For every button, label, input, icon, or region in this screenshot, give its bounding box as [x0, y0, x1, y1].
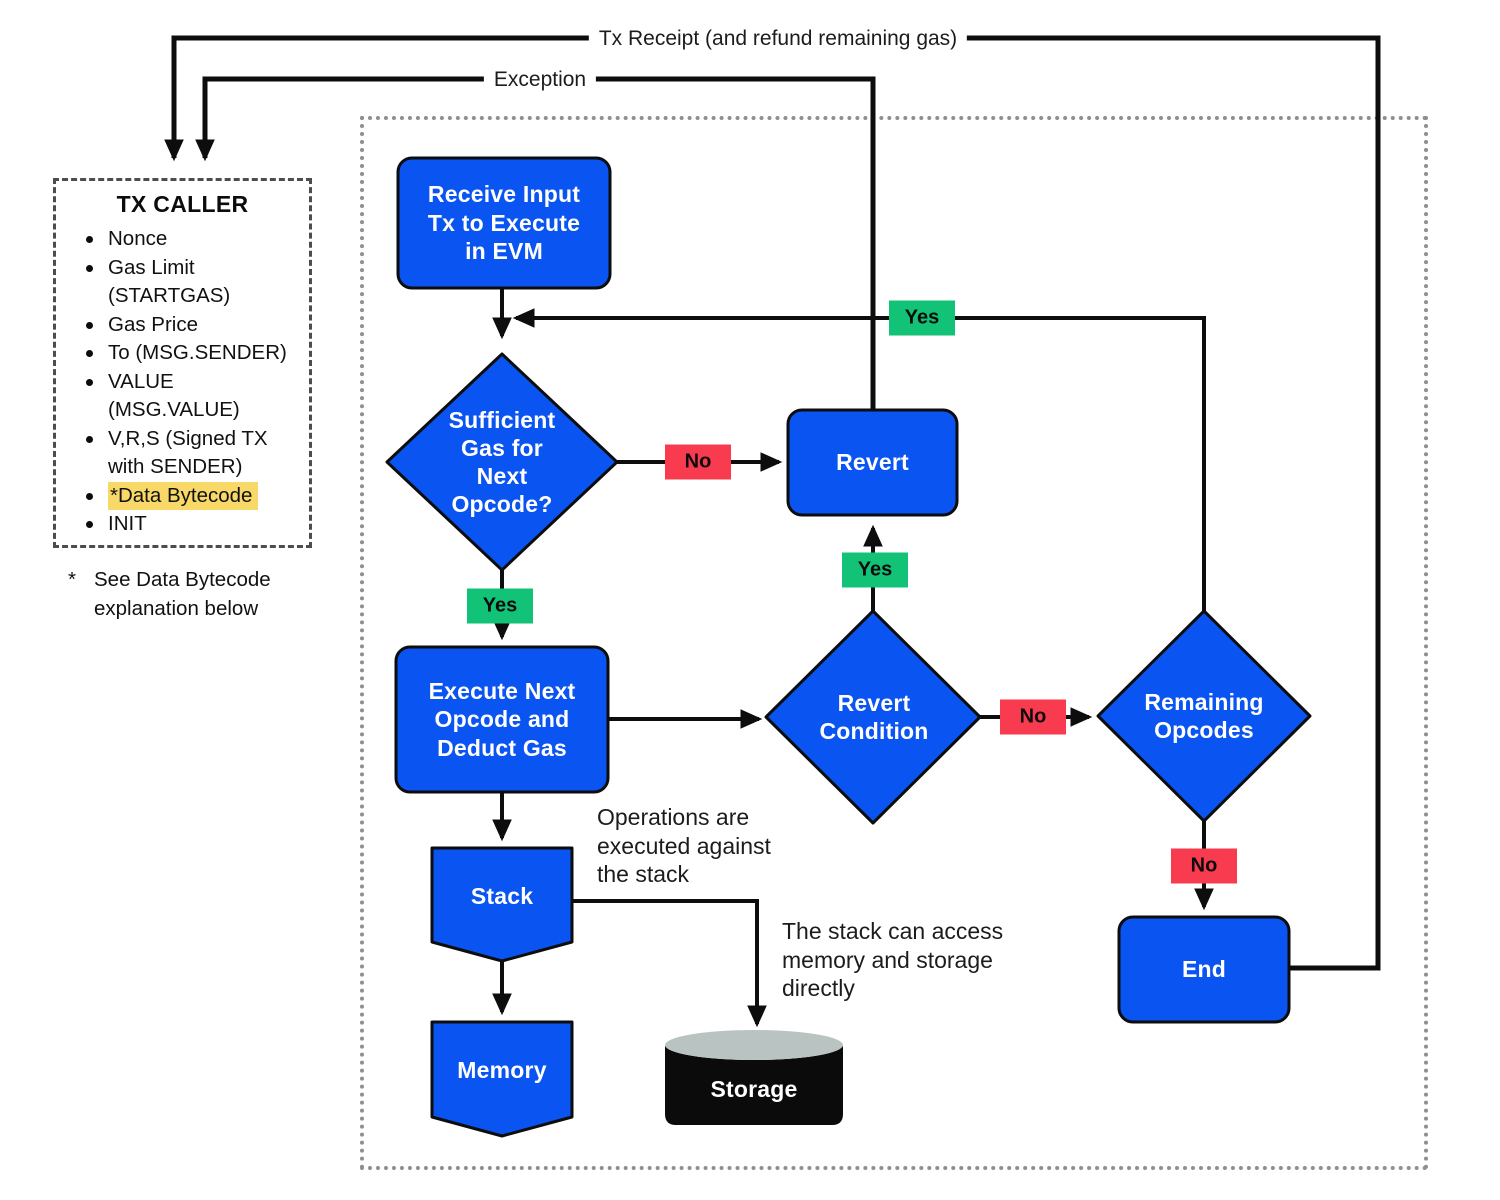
tx-caller-item-value: VALUE (MSG.VALUE) — [56, 368, 309, 425]
tx-caller-item-gas-price: Gas Price — [56, 311, 309, 340]
yes-badge-sufficient-gas: Yes — [467, 588, 533, 624]
footnote-text: See Data Bytecode explanation below — [94, 568, 271, 620]
tx-caller-item-vrs: V,R,S (Signed TX with SENDER) — [56, 425, 309, 482]
no-badge-sufficient-gas: No — [665, 444, 731, 480]
execute-opcode-box — [394, 645, 610, 794]
storage-cylinder-body — [665, 1045, 843, 1125]
remaining-yes-return-connector — [512, 308, 1206, 611]
tx-caller-item-init: INIT — [56, 510, 309, 539]
stack-operations-annotation: Operations are executed against the stac… — [597, 804, 771, 888]
evm-boundary-frame — [360, 116, 1428, 1170]
end-box — [1117, 915, 1291, 1024]
exception-label: Exception — [483, 67, 597, 93]
revert-box — [786, 408, 959, 517]
tx-caller-item-gas-limit: Gas Limit (STARTGAS) — [56, 254, 309, 311]
no-badge-remaining-opcodes: No — [1171, 848, 1237, 884]
tx-caller-item-nonce: Nonce — [56, 225, 309, 254]
remaining-opcodes-diamond — [1096, 609, 1312, 823]
receive-input-box — [396, 156, 612, 290]
footnote-asterisk: * — [68, 568, 76, 591]
memory-shape — [430, 1020, 574, 1138]
tx-caller-title: TX CALLER — [116, 191, 249, 217]
stack-shape — [430, 846, 574, 963]
yes-badge-remaining-loop: Yes — [889, 300, 955, 336]
tx-caller-item-data-bytecode: *Data Bytecode — [56, 481, 309, 511]
data-bytecode-footnote: * See Data Bytecode explanation below — [68, 566, 271, 623]
tx-caller-item-to: To (MSG.SENDER) — [56, 339, 309, 368]
tx-caller-panel: TX CALLER Nonce Gas Limit (STARTGAS) Gas… — [53, 178, 312, 548]
no-badge-revert-condition: No — [1000, 699, 1066, 735]
revert-condition-diamond — [764, 609, 982, 825]
tx-receipt-label: Tx Receipt (and refund remaining gas) — [588, 26, 968, 52]
tx-caller-list: Nonce Gas Limit (STARTGAS) Gas Price To … — [56, 225, 309, 539]
sufficient-gas-diamond — [385, 352, 619, 572]
stack-access-annotation: The stack can access memory and storage … — [782, 918, 1004, 1002]
storage-cylinder-top — [665, 1030, 843, 1060]
stack-to-storage-connector — [572, 899, 767, 1028]
yes-badge-revert-condition: Yes — [842, 552, 908, 588]
tx-receipt-connector — [164, 35, 1381, 971]
